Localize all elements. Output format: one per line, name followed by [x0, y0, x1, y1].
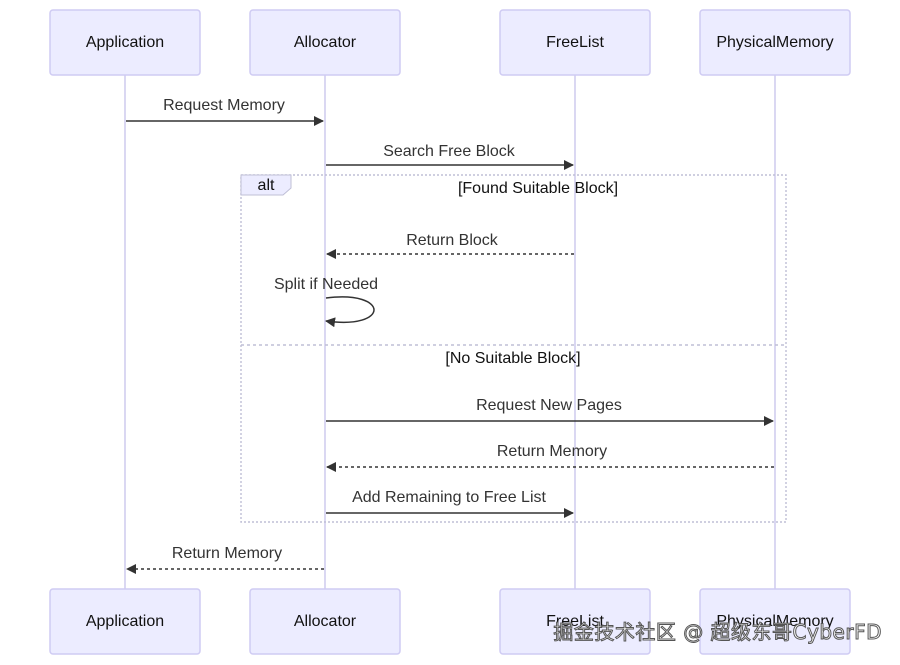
messages: Request Memory Search Free Block Return … [126, 97, 774, 574]
watermark: 掘金技术社区 @ 超级东哥CyberFD [553, 620, 882, 645]
alt-frame-border [240, 174, 787, 523]
actors-top: Application Allocator FreeList PhysicalM… [49, 9, 851, 76]
actor-label-freelist-bottom: FreeList [546, 613, 604, 630]
actor-label-freelist-top: FreeList [546, 34, 604, 51]
actor-label-application-bottom: Application [86, 613, 164, 630]
actor-label-physicalmemory-bottom: PhysicalMemory [716, 613, 833, 630]
actor-label-physicalmemory-top: PhysicalMemory [716, 34, 833, 51]
actor-box-freelist-bottom [499, 588, 651, 655]
message-label-request-new-pages: Request New Pages [476, 397, 622, 414]
message-label-request-memory: Request Memory [163, 97, 285, 114]
message-label-add-remaining: Add Remaining to Free List [352, 489, 546, 506]
alt-frame: alt [Found Suitable Block] [No Suitable … [240, 174, 787, 523]
message-label-return-memory-phys: Return Memory [497, 443, 607, 460]
message-label-return-block: Return Block [406, 232, 499, 249]
actor-box-allocator-top [249, 9, 401, 76]
message-label-split-if-needed: Split if Needed [274, 276, 378, 293]
alt-condition-none: [No Suitable Block] [445, 350, 580, 367]
alt-frame-tab [240, 174, 292, 196]
actor-box-application-top [49, 9, 201, 76]
actor-label-allocator-top: Allocator [294, 34, 357, 51]
alt-condition-found: [Found Suitable Block] [458, 180, 618, 197]
actor-box-freelist-top [499, 9, 651, 76]
actor-box-physicalmemory-bottom [699, 588, 851, 655]
actor-label-application-top: Application [86, 34, 164, 51]
actor-box-physicalmemory-top [699, 9, 851, 76]
message-label-search-free-block: Search Free Block [383, 143, 516, 160]
actor-label-allocator-bottom: Allocator [294, 613, 357, 630]
actors-bottom: Application Allocator FreeList PhysicalM… [49, 588, 851, 655]
message-label-return-memory-app: Return Memory [172, 545, 282, 562]
actor-box-application-bottom [49, 588, 201, 655]
actor-box-allocator-bottom [249, 588, 401, 655]
message-arrow-split-if-needed [325, 296, 375, 328]
alt-frame-label: alt [258, 177, 275, 194]
lifelines [124, 75, 776, 590]
